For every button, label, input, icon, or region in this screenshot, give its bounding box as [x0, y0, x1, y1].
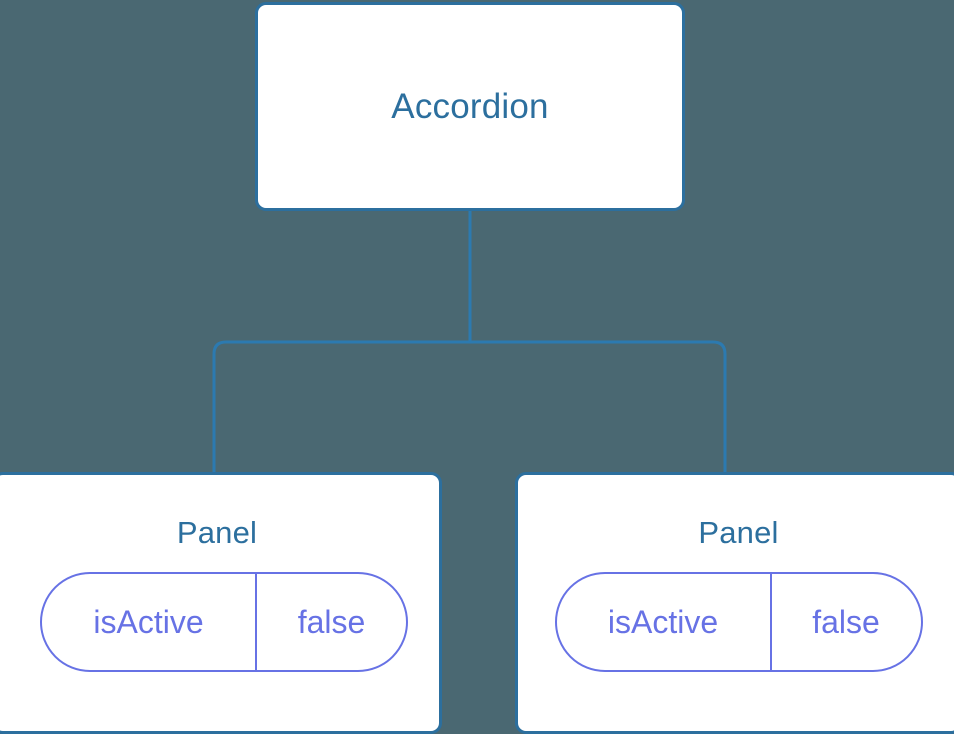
state-pill-panel-2[interactable]: isActive false: [554, 572, 923, 672]
node-panel-1[interactable]: Panel isActive false: [0, 472, 442, 734]
node-panel-2-label: Panel: [698, 515, 779, 550]
state-pill-panel-1-key: isActive: [42, 574, 257, 670]
node-panel-2[interactable]: Panel isActive false: [515, 472, 954, 734]
state-pill-panel-1[interactable]: isActive false: [40, 572, 408, 672]
node-accordion-label: Accordion: [391, 87, 549, 126]
state-pill-panel-2-value: false: [812, 604, 880, 640]
state-pill-panel-2-key: isActive: [557, 574, 772, 670]
node-panel-1-label: Panel: [176, 515, 258, 550]
state-pill-panel-1-value: false: [297, 604, 366, 640]
node-accordion[interactable]: Accordion: [255, 2, 685, 211]
connector-branch-right: [470, 340, 727, 476]
connector-branch-left: [212, 340, 470, 476]
